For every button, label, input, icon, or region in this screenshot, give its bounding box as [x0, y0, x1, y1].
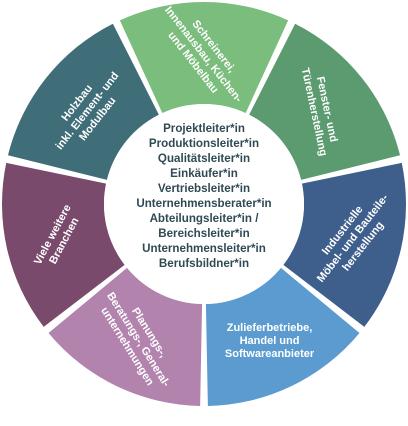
industry-segments: Holzbauinkl. Element- undModulbauSchrein… — [1, 1, 407, 406]
role-einkaeufer: Einkäufer*in — [170, 167, 238, 180]
role-berufsbildner: Berufsbildner*in — [159, 257, 249, 270]
role-abteilungsleiter: Abteilungsleiter*in / — [150, 212, 260, 225]
role-vertriebsleiter: Vertriebsleiter*in — [158, 182, 250, 195]
segment-industrie — [283, 162, 407, 327]
segment-planung — [48, 267, 203, 406]
segment-schreinerei — [119, 1, 289, 114]
role-bereichsleiter: Bereichsleiter*in — [158, 227, 250, 240]
role-unternehmensleiter: Unternehmensleiter*in — [142, 242, 266, 255]
role-qualitaetsleiter: Qualitätsleiter*in — [158, 152, 250, 165]
role-unternehmensberater: Unternehmensberater*in — [136, 197, 271, 210]
segment-zulieferer — [205, 267, 360, 406]
segment-holzbau — [7, 23, 159, 180]
segment-fenster — [249, 23, 401, 180]
role-produktionsleiter: Produktionsleiter*in — [149, 137, 259, 150]
role-projektleiter: Projektleiter*in — [163, 122, 245, 135]
segment-branchen — [1, 162, 125, 327]
segment-label-line: Zulieferbetriebe, — [227, 322, 313, 334]
center-circle — [104, 104, 304, 304]
segment-label-line: Softwareanbieter — [225, 348, 315, 360]
segment-label-line: Handel und — [240, 335, 300, 347]
